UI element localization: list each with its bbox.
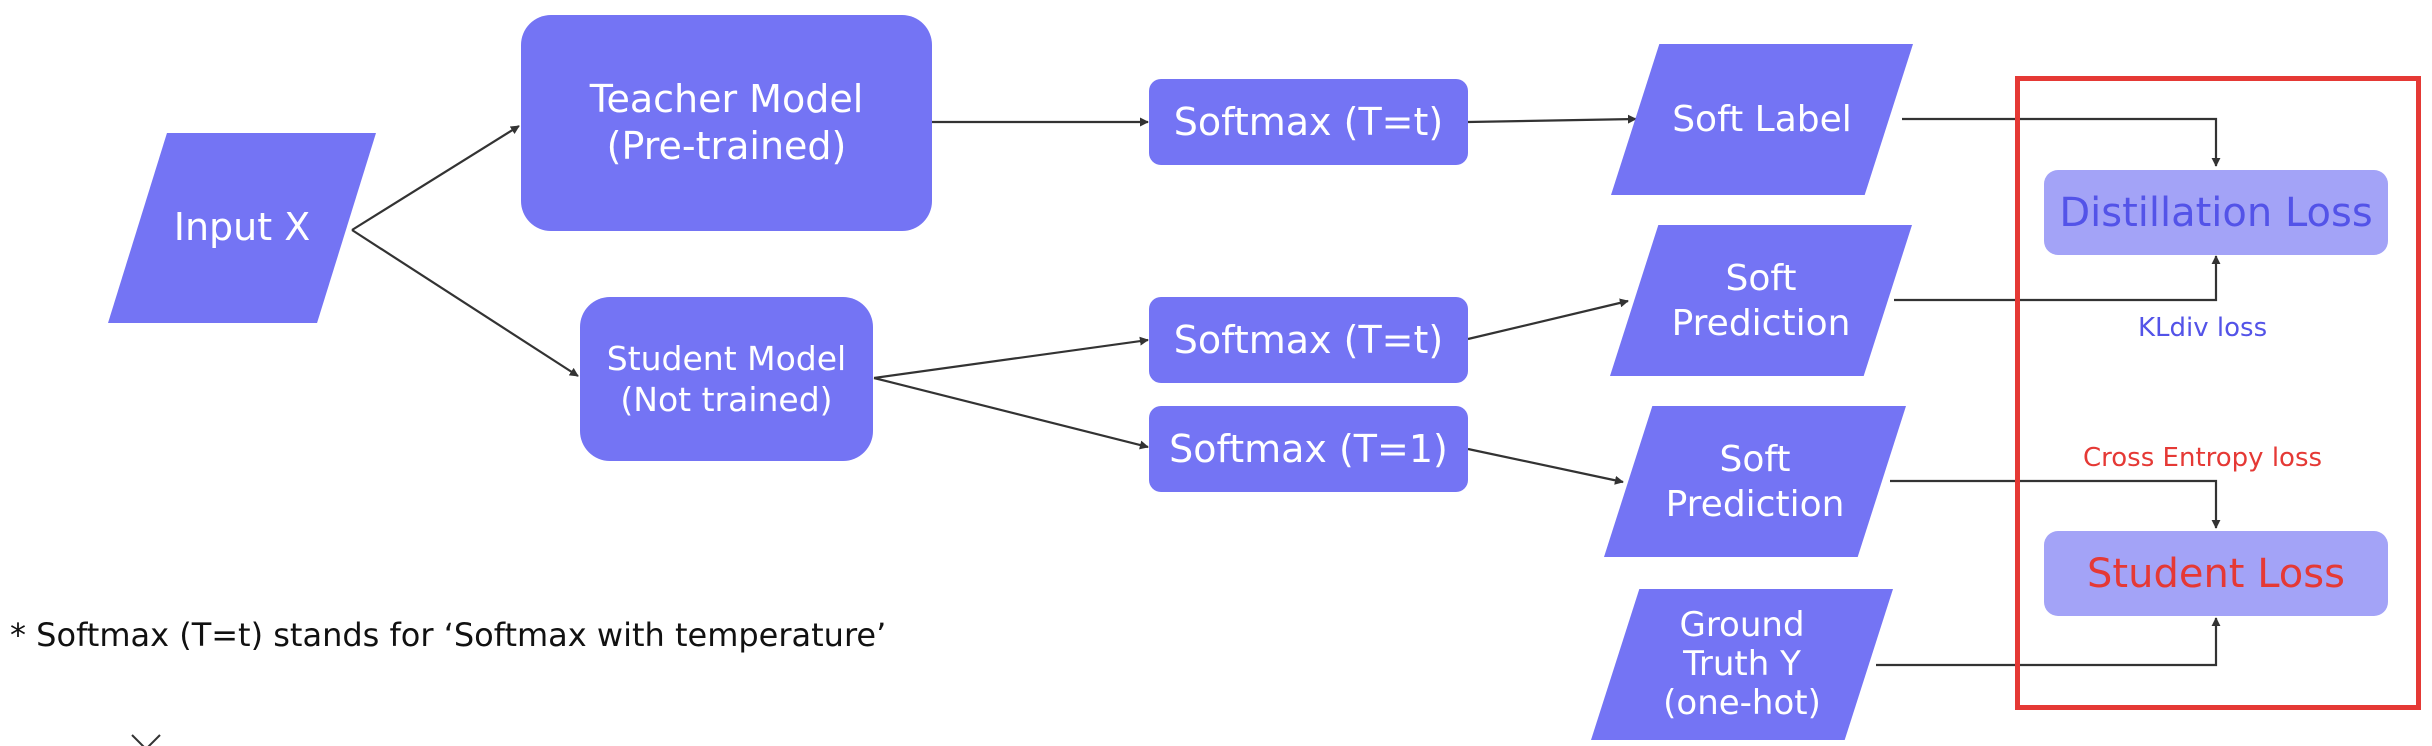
footnote-text: * Softmax (T=t) stands for ‘Softmax with…: [10, 616, 887, 654]
softmax-teacher-node: Softmax (T=t): [1149, 79, 1468, 165]
arrow-input-to-student: [351, 229, 579, 377]
student-loss-node: Student Loss: [2044, 531, 2388, 616]
ground-truth-text: Ground Truth Y (one-hot): [1663, 604, 1821, 724]
ground-truth-node: Ground Truth Y (one-hot): [1591, 589, 1893, 740]
arrow-soft-label-to-distillation: [1902, 117, 2221, 167]
softmax-student-1-node: Softmax (T=1): [1149, 406, 1468, 492]
arrow-input-to-teacher: [351, 125, 520, 231]
softmax-student-t-node: Softmax (T=t): [1149, 297, 1468, 383]
soft-prediction-ce-text: Soft Prediction: [1665, 438, 1845, 525]
soft-prediction-kd-node: Soft Prediction: [1610, 225, 1912, 376]
teacher-model-node: Teacher Model (Pre-trained): [521, 15, 932, 231]
distillation-loss-node: Distillation Loss: [2044, 170, 2388, 255]
kldiv-loss-label: KLdiv loss: [2138, 313, 2268, 343]
input-x-label: Input X: [173, 205, 311, 250]
student-model-node: Student Model (Not trained): [580, 297, 873, 461]
arrow-ground-truth-to-student-loss: [1876, 617, 2221, 667]
arrow-student-to-softmax-t: [873, 336, 1149, 380]
close-mark-line: [147, 734, 161, 746]
arrow-soft-prediction-to-student-loss: [1890, 479, 2221, 529]
close-mark-line: [131, 734, 145, 746]
loss-highlight-frame: [2015, 76, 2421, 710]
soft-prediction-kd-text: Soft Prediction: [1671, 257, 1851, 344]
arrow-student-to-softmax-1: [873, 376, 1149, 450]
cross-entropy-loss-label: Cross Entropy loss: [2083, 443, 2323, 473]
arrow-softmax-to-soft-label: [1467, 114, 1637, 124]
soft-label-node: Soft Label: [1611, 44, 1913, 195]
arrow-soft-prediction-to-distillation: [1894, 255, 2221, 302]
arrow-softmax-1-to-soft-prediction: [1467, 447, 1624, 485]
arrow-softmax-t-to-soft-prediction: [1467, 298, 1629, 341]
input-x-node: Input X: [108, 133, 376, 323]
soft-label-text: Soft Label: [1672, 98, 1852, 140]
soft-prediction-ce-node: Soft Prediction: [1604, 406, 1906, 557]
